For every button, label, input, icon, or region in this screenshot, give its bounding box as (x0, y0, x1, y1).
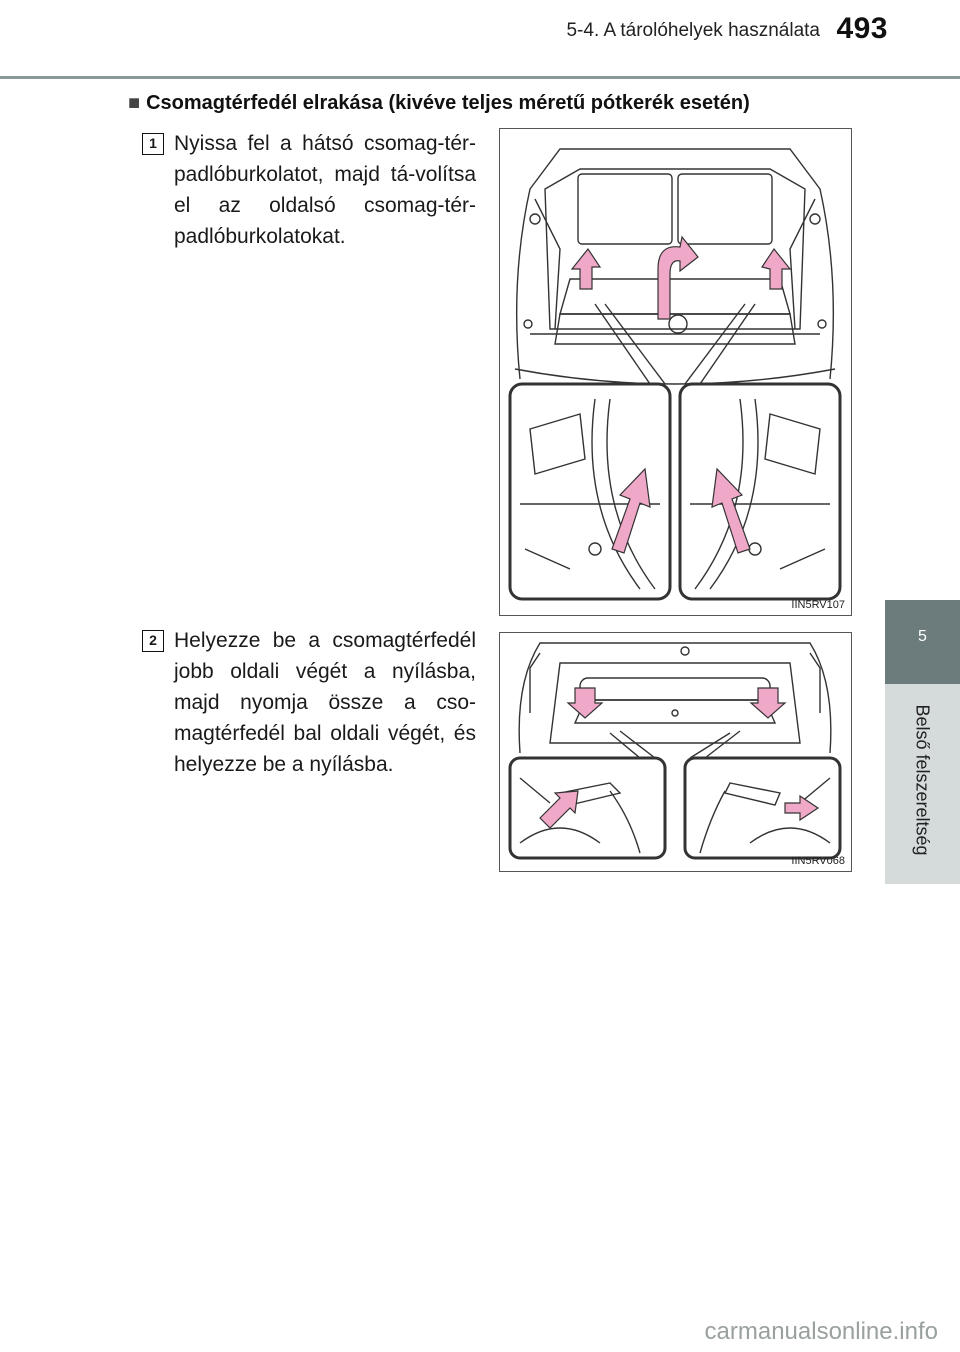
chapter-strip (885, 684, 960, 884)
figure-code-1: IIN5RV107 (791, 599, 845, 611)
figure-1: IIN5RV107 (499, 128, 852, 616)
figure-code-2: IIN5RV068 (791, 855, 845, 867)
section-title: 5-4. A tárolóhelyek használata (566, 20, 820, 41)
figure-1-illustration (508, 148, 842, 601)
step-text-2: Helyezze be a csomagtérfedél jobb oldali… (174, 629, 476, 776)
section-heading: ■Csomagtérfedél elrakása (kivéve teljes … (128, 92, 750, 115)
heading-text: Csomagtérfedél elrakása (kivéve teljes m… (146, 92, 750, 114)
chapter-number: 5 (918, 628, 927, 645)
page-number: 493 (836, 12, 888, 45)
header-rule (0, 76, 960, 79)
footer-watermark[interactable]: carmanualsonline.info (704, 1318, 938, 1345)
figure-2-illustration (508, 642, 842, 860)
figure-2: IIN5RV068 (499, 632, 852, 872)
step-text-1: Nyissa fel a hátsó csomag-tér-padlóburko… (174, 132, 476, 248)
heading-bullet: ■ (128, 92, 141, 114)
chapter-label: Belső felszereltség (912, 704, 933, 856)
step-number-2: 2 (142, 630, 164, 652)
chapter-tab: 5 (885, 600, 960, 684)
page-header: 5-4. A tárolóhelyek használata 493 (0, 0, 960, 80)
step-number-1: 1 (142, 133, 164, 155)
